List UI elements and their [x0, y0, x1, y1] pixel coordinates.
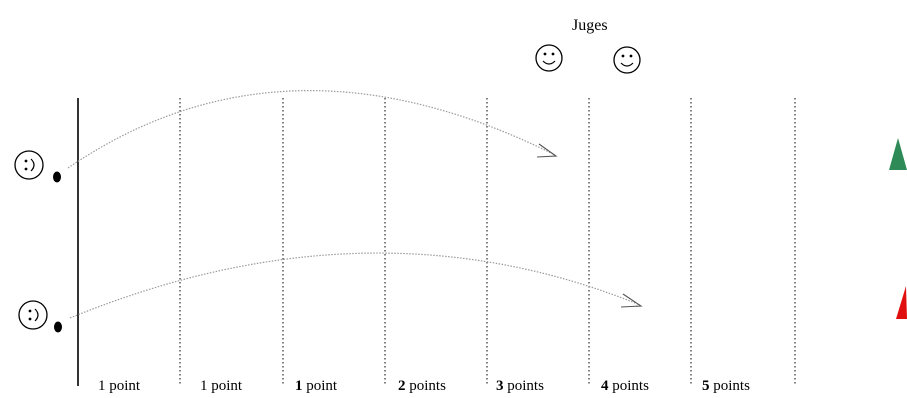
zone-label-number: 5 — [702, 378, 710, 394]
thrower-smiley-icon — [18, 300, 48, 330]
zone-label-number: 1 — [295, 378, 303, 394]
zone-label-unit: point — [106, 378, 141, 394]
arrow-head-icon — [620, 293, 643, 308]
zone-label-number: 1 — [200, 378, 208, 394]
zone-label-unit: points — [504, 378, 545, 394]
judges-title: Juges — [572, 17, 608, 34]
ball-icon — [53, 171, 61, 183]
zone-label-unit: points — [609, 378, 650, 394]
throw-trajectory — [67, 90, 556, 169]
thrower-smiley-icon — [14, 150, 44, 180]
zone-label-unit: point — [303, 378, 338, 394]
arrow-head-icon — [536, 143, 558, 158]
zone-dividers — [179, 98, 796, 386]
zone-label-6: 4 points — [601, 378, 649, 394]
zone-label-7: 5 points — [702, 378, 750, 394]
zone-label-1: 1 point — [98, 378, 141, 394]
zone-label-number: 2 — [398, 378, 406, 394]
triangle-cone-icon — [889, 138, 907, 170]
zone-label-5: 3 points — [496, 378, 544, 394]
ball-icon — [54, 321, 62, 333]
zone-label-number: 1 — [98, 378, 106, 394]
zone-label-unit: points — [710, 378, 751, 394]
judge-smiley-icon — [535, 44, 563, 72]
throw-trajectory — [69, 252, 641, 319]
zone-label-number: 3 — [496, 378, 504, 394]
zone-label-4: 2 points — [398, 378, 446, 394]
zone-label-2: 1 point — [200, 378, 243, 394]
zone-label-3: 1 point — [295, 378, 338, 394]
triangle-cone-icon — [896, 286, 907, 319]
zone-label-unit: point — [208, 378, 243, 394]
judge-smiley-icon — [613, 46, 641, 74]
zone-label-unit: points — [406, 378, 447, 394]
zone-label-number: 4 — [601, 378, 609, 394]
